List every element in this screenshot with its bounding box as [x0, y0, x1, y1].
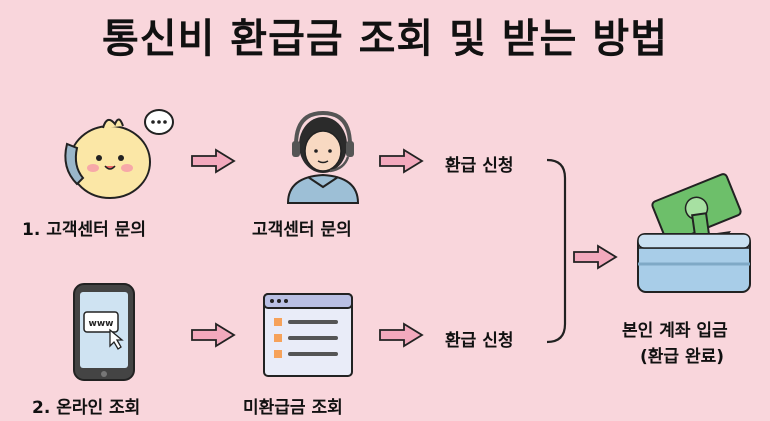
smartphone-icon: www	[73, 283, 135, 381]
step-label-online: 2. 온라인 조회	[32, 398, 141, 418]
step-label-refund-request-1: 환급 신청	[445, 156, 514, 176]
step-label-agent: 고객센터 문의	[252, 220, 352, 240]
page-title: 통신비 환급금 조회 및 받는 방법	[101, 16, 669, 62]
right-arrow-icon	[191, 148, 236, 174]
bracket-connector	[546, 158, 567, 344]
step-label-customer-center: 1. 고객센터 문의	[22, 220, 146, 240]
step-label-refund-request-2: 환급 신청	[445, 331, 514, 351]
right-arrow-icon	[379, 148, 424, 174]
money-wallet-icon	[637, 173, 751, 293]
chick-phone-icon	[64, 109, 174, 199]
step-label-unclaimed-lookup: 미환급금 조회	[243, 398, 343, 418]
document-form-icon	[263, 293, 353, 377]
right-arrow-icon	[379, 322, 424, 348]
headset-agent-icon	[286, 110, 360, 204]
result-line-1: 본인 계좌 입금	[622, 321, 728, 341]
right-arrow-icon	[573, 244, 618, 270]
browser-url-text: www	[89, 319, 114, 329]
result-line-2: (환급 완료)	[640, 347, 725, 367]
right-arrow-icon	[191, 322, 236, 348]
